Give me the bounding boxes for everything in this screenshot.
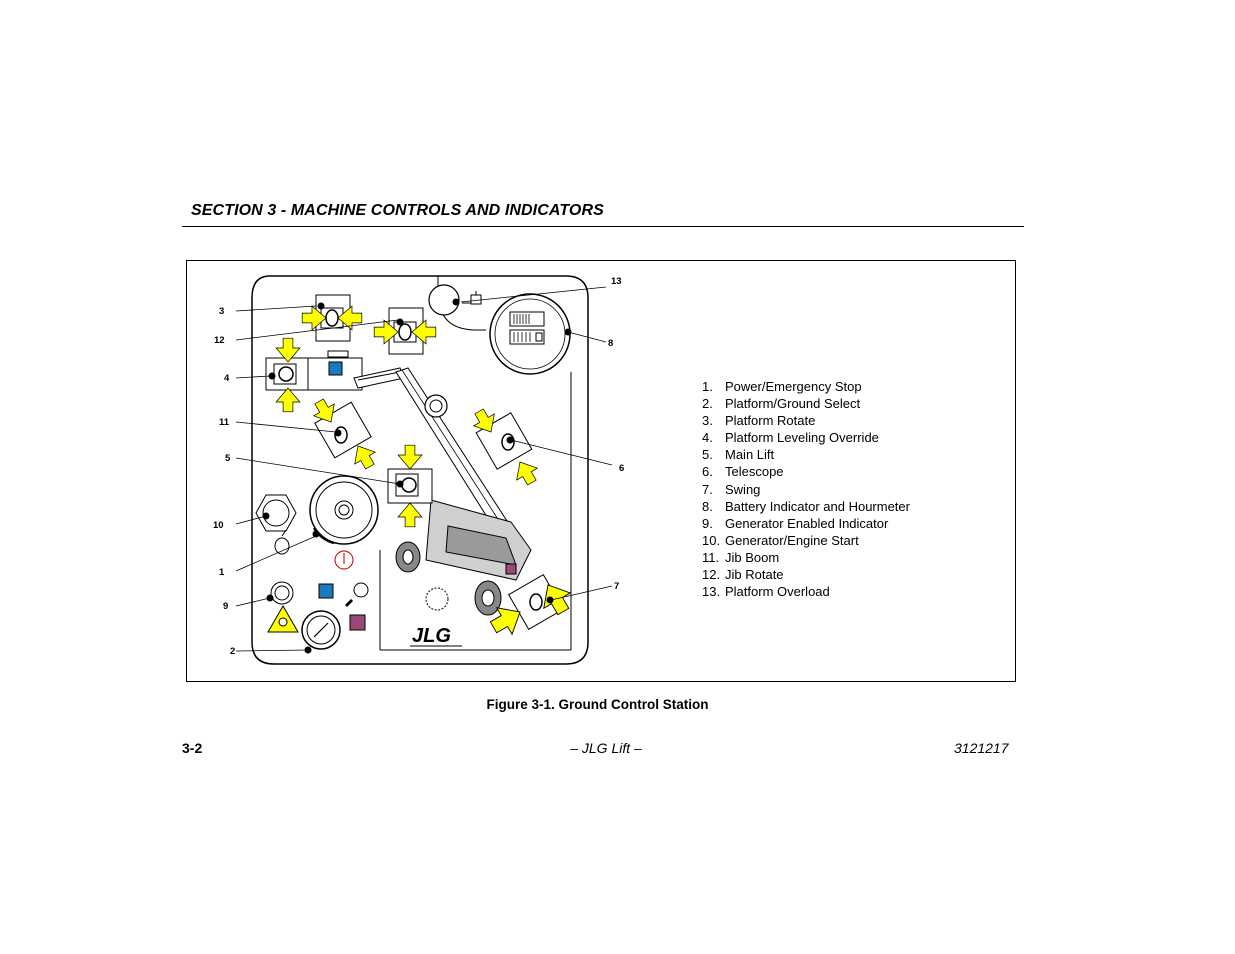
callout-5: 5 bbox=[225, 453, 231, 464]
legend-item: 6.Telescope bbox=[702, 464, 784, 480]
callout-10: 10 bbox=[213, 520, 224, 531]
callout-2: 2 bbox=[230, 646, 235, 657]
footer-doc-number: 3121217 bbox=[954, 740, 1009, 756]
platform-overload-indicator bbox=[428, 284, 460, 316]
callout-1: 1 bbox=[219, 567, 225, 578]
callout-4: 4 bbox=[224, 373, 230, 384]
callout-3: 3 bbox=[219, 306, 224, 317]
jlg-logo: JLG bbox=[412, 625, 451, 647]
legend-item: 10.Generator/Engine Start bbox=[702, 532, 859, 548]
legend-item: 7.Swing bbox=[702, 481, 761, 497]
legend-item: 8.Battery Indicator and Hourmeter bbox=[702, 498, 910, 514]
legend-item: 5.Main Lift bbox=[702, 447, 775, 463]
footer-title: – JLG Lift – bbox=[570, 740, 642, 756]
legend-item: 1.Power/Emergency Stop bbox=[702, 379, 862, 394]
legend-item: 11.Jib Boom bbox=[702, 549, 780, 565]
header-rule bbox=[182, 226, 1024, 227]
figure-caption: Figure 3-1. Ground Control Station bbox=[486, 697, 709, 712]
figure-frame bbox=[186, 260, 1016, 682]
callout-7: 7 bbox=[614, 581, 619, 592]
legend-item: 13.Platform Overload bbox=[702, 584, 830, 600]
callout-8: 8 bbox=[608, 338, 613, 349]
legend-item: 12.Jib Rotate bbox=[702, 567, 784, 583]
legend-item: 2.Platform/Ground Select bbox=[702, 396, 861, 412]
callout-6: 6 bbox=[619, 463, 624, 474]
section-title: SECTION 3 - MACHINE CONTROLS AND INDICAT… bbox=[191, 202, 604, 219]
callout-11: 11 bbox=[219, 417, 230, 428]
footer-page-number: 3-2 bbox=[182, 740, 203, 756]
callout-13: 13 bbox=[611, 276, 622, 287]
callout-9: 9 bbox=[223, 601, 228, 612]
legend-item: 4.Platform Leveling Override bbox=[702, 430, 879, 446]
legend-item: 9.Generator Enabled Indicator bbox=[702, 515, 889, 531]
legend-item: 3.Platform Rotate bbox=[702, 413, 816, 429]
callout-12: 12 bbox=[214, 335, 225, 346]
ground-control-panel-illustration: JLG 3 12 4 11 5 1 bbox=[213, 275, 624, 665]
figure-legend: 1.Power/Emergency Stop 2.Platform/Ground… bbox=[702, 378, 910, 600]
